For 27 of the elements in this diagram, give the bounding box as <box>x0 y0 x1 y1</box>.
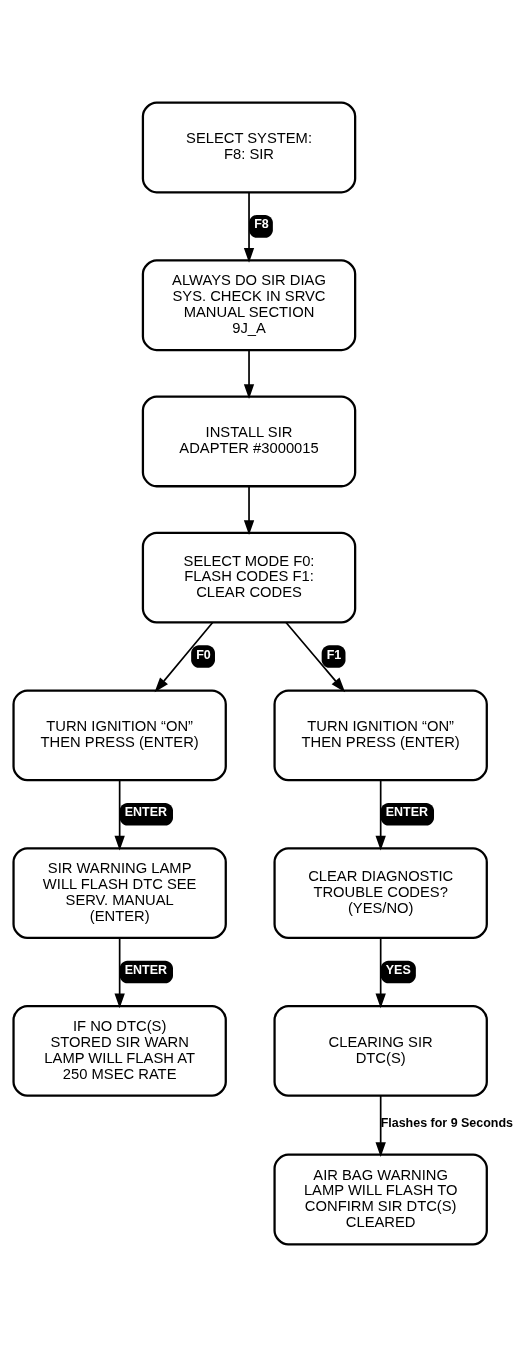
node-box: SIR WARNING LAMP WILL FLASH DTC SEE SERV. MANUAL (ENTER) <box>11 846 227 939</box>
node-box: SELECT SYSTEM: F8: SIR <box>141 101 356 193</box>
node-box: SELECT MODE F0: FLASH CODES F1: CLEAR CODES <box>141 531 356 624</box>
arrow <box>375 778 386 851</box>
edge-label: YES <box>385 962 411 977</box>
node-box: INSTALL SIR ADAPTER #3000015 <box>141 394 356 487</box>
arrow <box>243 191 254 263</box>
edge-label: ENTER <box>124 804 167 819</box>
edge-label: ENTER <box>385 804 428 819</box>
arrow <box>375 1094 386 1157</box>
edge-label: F0 <box>195 647 211 662</box>
arrow <box>243 348 254 399</box>
node-box: IF NO DTC(S) STORED SIR WARN LAMP WILL FLASH AT 250 MSEC RATE <box>11 1004 227 1097</box>
node-box: AIR BAG WARNING LAMP WILL FLASH TO CONFIRM SIR DTC(S) CLEARED <box>272 1153 488 1245</box>
edge-label: F1 <box>326 647 341 662</box>
node-box: TURN IGNITION “ON” THEN PRESS (ENTER) <box>11 688 227 781</box>
arrow <box>114 778 125 851</box>
node-box: TURN IGNITION “ON” THEN PRESS (ENTER) <box>272 688 488 781</box>
arrow <box>243 485 254 535</box>
node-box: ALWAYS DO SIR DIAG SYS. CHECK IN SRVC MANUAL SECTION 9J_A <box>141 258 356 351</box>
arrow <box>114 936 125 1008</box>
node-box: CLEARING SIR DTC(S) <box>272 1004 488 1097</box>
edge-label: F8 <box>253 216 269 231</box>
node-box: CLEAR DIAGNOSTIC TROUBLE CODES? (YES/NO) <box>272 846 488 939</box>
arrow <box>375 936 386 1008</box>
edge-label: Flashes for 9 Seconds <box>380 1115 513 1130</box>
edge-label: ENTER <box>124 962 167 977</box>
